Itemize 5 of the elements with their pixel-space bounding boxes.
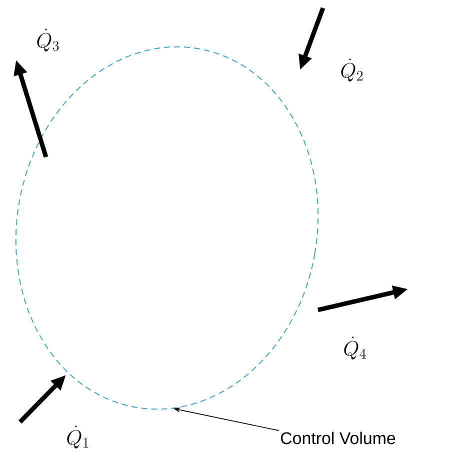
heat-rate-symbol: $\dot{Q}_{1}$ <box>67 426 88 448</box>
heat-rate-symbol: $\dot{Q}_{2}$ <box>341 58 363 82</box>
heat-rate-symbol: $\dot{Q}_{3}$ <box>37 28 59 52</box>
heat-rate-symbol: $\dot{Q}_{4}$ <box>344 336 366 360</box>
control-volume-label: Control Volume <box>280 432 396 444</box>
